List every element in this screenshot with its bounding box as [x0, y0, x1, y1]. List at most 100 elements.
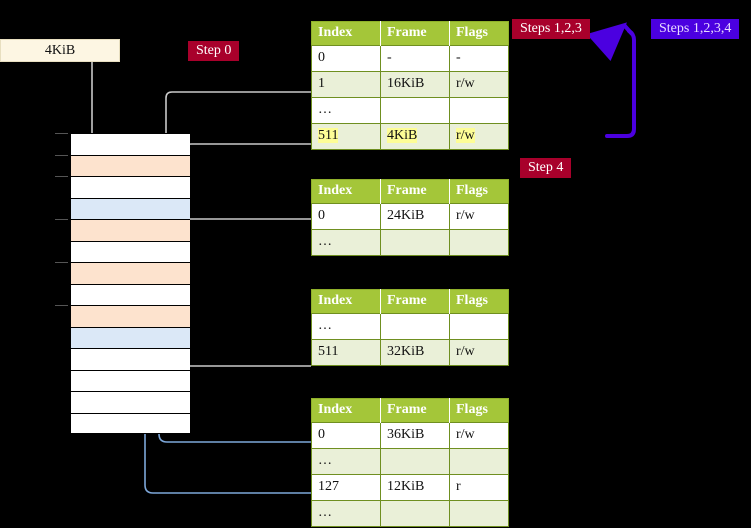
memory-row-4 [71, 219, 190, 241]
badge-steps-123-label: Steps 1,2,3 [520, 21, 582, 36]
table-cell-flags [449, 448, 509, 475]
column-header-frame: Frame [380, 179, 450, 204]
table-cell-index: … [311, 229, 381, 256]
memory-row-8 [71, 305, 190, 327]
badge-steps-1234: Steps 1,2,3,4 [651, 19, 740, 39]
wire-table2-row0 [177, 218, 311, 272]
table-cell-frame [380, 500, 450, 527]
table-cell-frame [380, 97, 450, 124]
badge-step-4: Step 4 [520, 158, 572, 178]
memory-row-13 [71, 412, 190, 434]
memory-tick-6 [55, 262, 68, 263]
column-header-flags: Flags [449, 179, 509, 204]
column-header-flags: Flags [449, 289, 509, 314]
badge-step-4-label: Step 4 [528, 160, 564, 175]
table-cell-frame: 16KiB [380, 71, 450, 98]
table-row: 511 4KiB r/w [311, 123, 509, 150]
table-cell-flags: - [449, 45, 509, 72]
column-header-index: Index [311, 289, 381, 314]
table-cell-frame: 4KiB [380, 123, 450, 150]
table-row: 0-- [311, 45, 509, 72]
table-cell-index: … [311, 448, 381, 475]
memory-row-5 [71, 240, 190, 262]
table-cell-index: 1 [311, 71, 381, 98]
wire-table3-row511 [166, 305, 311, 367]
table-cell-frame: 24KiB [380, 203, 450, 230]
column-header-index: Index [311, 179, 381, 204]
memory-row-11 [71, 369, 190, 391]
table-cell-index: 0 [311, 45, 381, 72]
memory-tick-1 [55, 154, 68, 156]
badge-step-0-label: Step 0 [196, 43, 232, 58]
memory-row-2 [71, 176, 190, 198]
table-cell-flags [449, 229, 509, 256]
memory-row-1 [71, 154, 190, 176]
column-header-frame: Frame [380, 398, 450, 423]
table-cell-index: … [311, 500, 381, 527]
column-header-index: Index [311, 398, 381, 423]
column-header-index: Index [311, 21, 381, 46]
table-row: … [311, 229, 509, 256]
table-cell-frame: 12KiB [380, 474, 450, 501]
highlighted-value: 4KiB [387, 128, 418, 143]
table-cell-frame [380, 448, 450, 475]
table-row: … [311, 448, 509, 475]
table-cell-frame: 32KiB [380, 339, 450, 366]
table-cell-index: … [311, 97, 381, 124]
memory-row-7 [71, 283, 190, 305]
column-header-frame: Frame [380, 21, 450, 46]
table-row: … [311, 97, 509, 124]
table-cell-flags: r/w [449, 203, 509, 230]
badge-step-0: Step 0 [188, 41, 240, 61]
table-cell-frame: 36KiB [380, 422, 450, 449]
table-cell-index: … [311, 313, 381, 340]
table-cell-frame [380, 229, 450, 256]
table-cell-index: 511 [311, 339, 381, 366]
memory-column [55, 133, 190, 434]
table-cell-flags [449, 313, 509, 340]
table-cell-index: 0 [311, 422, 381, 449]
memory-row-6 [71, 262, 190, 284]
highlighted-value: 511 [318, 128, 339, 143]
table-cell-flags: r [449, 474, 509, 501]
highlighted-value: r/w [456, 128, 475, 143]
column-header-frame: Frame [380, 289, 450, 314]
memory-row-3 [71, 197, 190, 219]
table-cell-flags: r/w [449, 339, 509, 366]
table-row: … [311, 313, 509, 340]
table-cell-index: 0 [311, 203, 381, 230]
table-cell-flags: r/w [449, 422, 509, 449]
badge-steps-123: Steps 1,2,3 [512, 19, 590, 39]
wire-steps-1234-bracket [586, 22, 636, 138]
table-cell-frame: - [380, 45, 450, 72]
table-cell-flags: r/w [449, 71, 509, 98]
column-header-flags: Flags [449, 21, 509, 46]
table-cell-flags: r/w [449, 123, 509, 150]
table-cell-index: 127 [311, 474, 381, 501]
memory-row-10 [71, 348, 190, 370]
badge-steps-1234-label: Steps 1,2,3,4 [659, 21, 732, 36]
table-cell-index: 511 [311, 123, 381, 150]
memory-tick-0 [55, 133, 68, 134]
table-cell-flags [449, 500, 509, 527]
memory-tick-8 [55, 305, 68, 306]
table-row: … [311, 500, 509, 527]
memory-row-9 [71, 326, 190, 348]
size-box-label: 4KiB [44, 42, 76, 58]
table-cell-frame [380, 313, 450, 340]
table-cell-flags [449, 97, 509, 124]
